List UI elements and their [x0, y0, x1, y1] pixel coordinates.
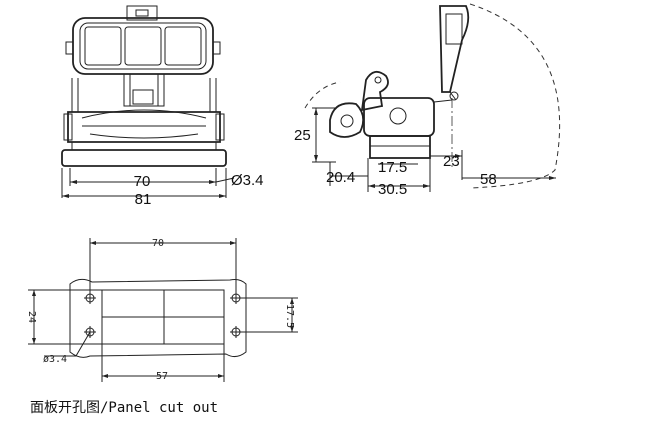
side-dim-e-label: 58: [480, 171, 497, 188]
panel-cutout-view: [28, 238, 298, 382]
front-width-label: 70: [134, 173, 151, 190]
cutout-hole-label: ø3.4: [43, 354, 67, 365]
front-hole-label: Ø3.4: [231, 172, 264, 189]
front-overall-label: 81: [135, 191, 152, 208]
caption-text: 面板开孔图/Panel cut out: [30, 400, 218, 416]
side-view: [304, 3, 561, 192]
cutout-width-label: 70: [152, 238, 164, 249]
side-dim-a-label: 20.4: [326, 169, 355, 186]
side-dim-b-label: 17.5: [378, 159, 407, 176]
cutout-inner-height-label: 17.5: [284, 304, 295, 328]
cutout-inner-width-label: 57: [156, 371, 168, 382]
side-dim-d-label: 23: [443, 153, 460, 170]
cutout-height-label: 24: [26, 311, 37, 323]
side-height-label: 25: [294, 127, 311, 144]
side-dim-c-label: 30.5: [378, 181, 407, 198]
front-view: [61, 5, 235, 198]
